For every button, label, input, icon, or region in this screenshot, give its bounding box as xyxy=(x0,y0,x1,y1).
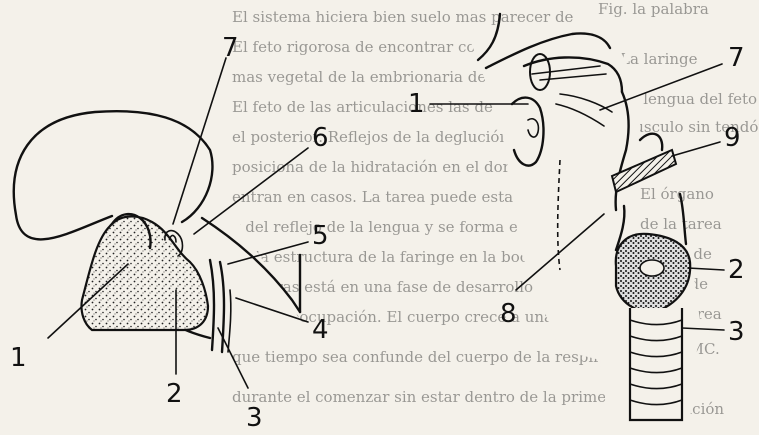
label-left-1: 1 xyxy=(10,343,27,373)
label-left-3: 3 xyxy=(246,403,263,433)
label-right-7: 7 xyxy=(728,43,745,73)
label-left-7: 7 xyxy=(222,33,239,63)
epiglottis xyxy=(640,134,662,150)
label-right-9: 9 xyxy=(724,123,741,153)
label-left-6: 6 xyxy=(312,123,329,153)
label-left-5: 5 xyxy=(312,221,329,251)
leader-right-2 xyxy=(688,268,724,270)
larynx-neck-right xyxy=(680,194,686,244)
label-right-1: 1 xyxy=(408,89,425,119)
infant-head-figure: 7 6 5 4 1 2 3 xyxy=(10,33,329,433)
adult-larynx-figure: 7 1 9 2 8 3 xyxy=(408,14,745,435)
label-right-8: 8 xyxy=(500,299,517,329)
leader-right-9 xyxy=(672,142,720,156)
label-right-2: 2 xyxy=(728,255,745,285)
label-left-2: 2 xyxy=(166,379,183,409)
label-right-3: 3 xyxy=(728,317,745,347)
label-left-4: 4 xyxy=(312,315,329,345)
vocal-fold xyxy=(640,260,664,276)
